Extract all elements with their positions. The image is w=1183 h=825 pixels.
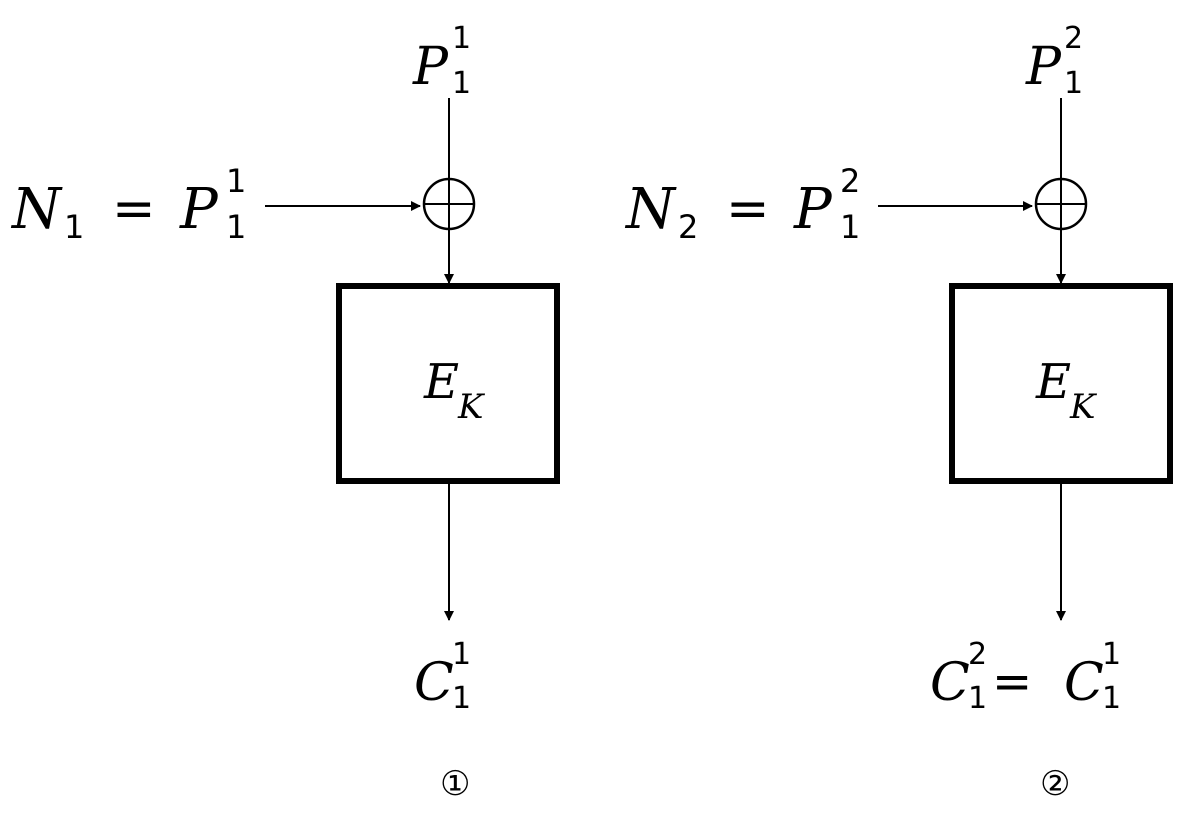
diagram-marker-1: ① (440, 764, 470, 804)
xor-icon (422, 177, 476, 231)
nonce-rhs-sup: 2 (840, 162, 860, 200)
block-cipher-label: E K (423, 354, 486, 427)
diagram-2: P 2 1 N 2 = P 2 1 E K C (624, 21, 1173, 804)
output-sup: 1 (452, 637, 471, 672)
nonce-sub: 2 (678, 208, 698, 246)
cipher-sub: K (457, 387, 486, 427)
nonce-equals: = (112, 179, 156, 239)
output-rhs-sub: 1 (1102, 681, 1121, 716)
nonce-label-2: N 2 = P 2 1 (624, 162, 860, 246)
cipher-base: E (423, 354, 459, 410)
output-rhs-sup: 1 (1102, 637, 1121, 672)
diagram-1: P 1 1 N 1 = P 1 1 E K (10, 21, 560, 804)
cipher-base: E (1035, 354, 1071, 410)
diagram-marker-2: ② (1040, 764, 1070, 804)
nonce-label-1: N 1 = P 1 1 (10, 162, 246, 246)
nonce-sub: 1 (64, 208, 84, 246)
output-sub: 1 (968, 681, 987, 716)
output-label-1: C 1 1 (414, 637, 471, 716)
plaintext-sub: 1 (452, 66, 471, 101)
nonce-rhs-sub: 1 (840, 208, 860, 246)
nonce-rhs-base: P (793, 177, 833, 242)
nonce-rhs-base: P (179, 177, 219, 242)
block-cipher-box (336, 283, 560, 484)
block-cipher-label: E K (1035, 354, 1098, 427)
plaintext-base: P (1025, 37, 1062, 97)
nonce-base: N (10, 177, 63, 242)
plaintext-base: P (412, 37, 449, 97)
output-label-2: C 2 1 = C 1 1 (930, 637, 1121, 716)
output-base: C (414, 653, 454, 713)
xor-icon (1034, 177, 1088, 231)
block-cipher-box (949, 283, 1173, 484)
output-rhs-base: C (1064, 653, 1104, 713)
output-sub: 1 (452, 681, 471, 716)
nonce-rhs-sup: 1 (226, 162, 246, 200)
plaintext-sup: 1 (452, 21, 471, 56)
output-equals: = (992, 654, 1032, 710)
plaintext-sup: 2 (1064, 21, 1083, 56)
plaintext-label-2: P 2 1 (1025, 21, 1083, 101)
plaintext-sub: 1 (1064, 66, 1083, 101)
nonce-equals: = (726, 179, 770, 239)
plaintext-label-1: P 1 1 (412, 21, 471, 101)
cipher-sub: K (1069, 387, 1098, 427)
nonce-rhs-sub: 1 (226, 208, 246, 246)
output-base: C (930, 653, 970, 713)
nonce-base: N (624, 177, 677, 242)
output-sup: 2 (968, 637, 987, 672)
